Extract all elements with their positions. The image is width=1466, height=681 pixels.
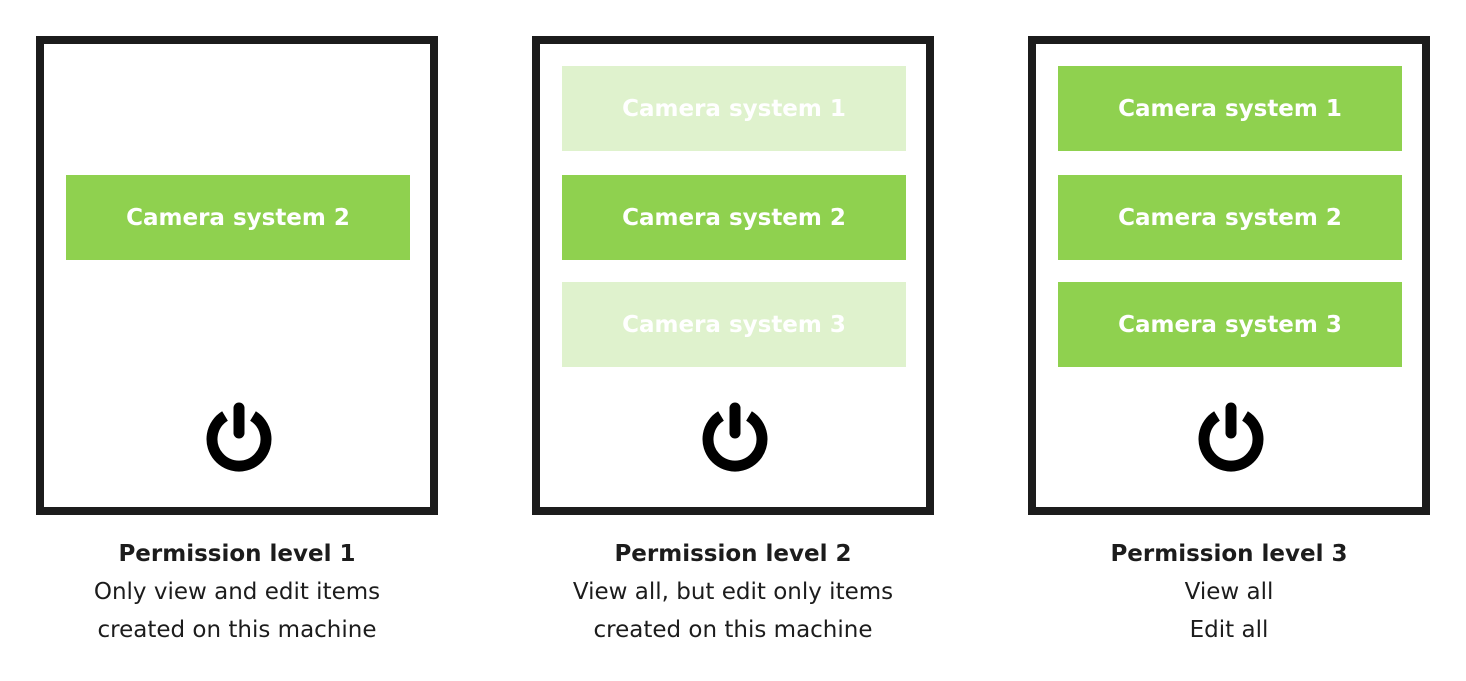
caption-title: Permission level 2 — [614, 541, 852, 567]
camera-system-3-item: Camera system 3 — [1058, 282, 1402, 367]
camera-system-1-item: Camera system 1 — [1058, 66, 1402, 151]
panel-level-2: Camera system 1 Camera system 2 Camera s… — [532, 36, 934, 515]
caption-level-3: Permission level 3 View all Edit all — [1028, 535, 1430, 649]
camera-system-1-item: Camera system 1 — [562, 66, 906, 151]
caption-level-1: Permission level 1 Only view and edit it… — [36, 535, 438, 649]
camera-system-2-item: Camera system 2 — [66, 175, 410, 260]
caption-line: Edit all — [1189, 617, 1269, 643]
caption-line: created on this machine — [593, 617, 873, 643]
camera-system-2-item: Camera system 2 — [1058, 175, 1402, 260]
caption-title: Permission level 3 — [1110, 541, 1348, 567]
power-icon — [1198, 402, 1264, 472]
caption-line: View all — [1184, 579, 1274, 605]
caption-title: Permission level 1 — [118, 541, 356, 567]
camera-system-3-item: Camera system 3 — [562, 282, 906, 367]
power-icon — [206, 402, 272, 472]
caption-level-2: Permission level 2 View all, but edit on… — [532, 535, 934, 649]
caption-line: Only view and edit items — [93, 579, 381, 605]
camera-system-2-item: Camera system 2 — [562, 175, 906, 260]
power-icon — [702, 402, 768, 472]
caption-line: created on this machine — [97, 617, 377, 643]
caption-line: View all, but edit only items — [572, 579, 894, 605]
panel-level-1: Camera system 2 — [36, 36, 438, 515]
panel-level-3: Camera system 1 Camera system 2 Camera s… — [1028, 36, 1430, 515]
